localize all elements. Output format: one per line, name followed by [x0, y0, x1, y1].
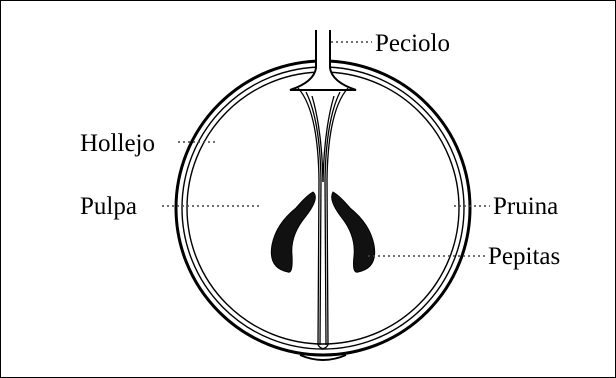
right-seed	[332, 192, 375, 272]
central-column	[298, 88, 348, 360]
label-peciolo: Peciolo	[375, 30, 450, 57]
petiole	[290, 30, 356, 90]
label-hollejo: Hollejo	[80, 130, 155, 157]
skin-layers	[176, 61, 470, 355]
label-pulpa: Pulpa	[80, 193, 137, 220]
label-pruina: Pruina	[493, 193, 558, 220]
seeds	[271, 192, 374, 272]
left-seed	[271, 192, 315, 272]
label-pepitas: Pepitas	[488, 243, 560, 270]
